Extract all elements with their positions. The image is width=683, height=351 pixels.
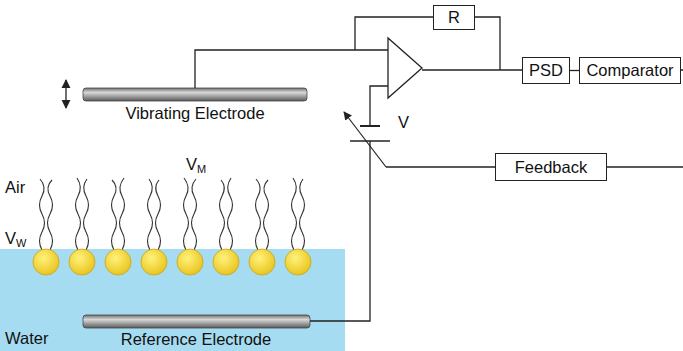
vibration-arrow (65, 80, 66, 108)
voltage-label: V (398, 113, 409, 132)
amplifier-symbol (388, 38, 422, 98)
electrode-label: Reference Electrode (121, 330, 271, 349)
water-region (0, 249, 345, 351)
electrode-label: Vibrating Electrode (125, 104, 264, 123)
lipid-tails (40, 178, 305, 250)
resistor-box: R (433, 5, 475, 30)
voltage-source-symbol (344, 112, 390, 167)
reference-electrode (83, 315, 310, 328)
vibrating-electrode (83, 88, 307, 101)
box-label: PSD (529, 61, 563, 79)
box-label: Comparator (586, 61, 673, 79)
signal-wire (570, 70, 579, 71)
potential-label: VW (5, 229, 26, 250)
potential-label: VM (186, 155, 206, 176)
psd-box: PSD (522, 57, 570, 84)
feedback-box: Feedback (495, 153, 607, 181)
medium-label: Air (5, 178, 25, 197)
box-label: Feedback (515, 158, 587, 176)
box-label: R (448, 8, 460, 26)
circuit-wires (195, 17, 683, 321)
medium-label: Water (5, 329, 48, 348)
lipid-heads (33, 249, 311, 275)
comparator-box: Comparator (579, 57, 681, 84)
